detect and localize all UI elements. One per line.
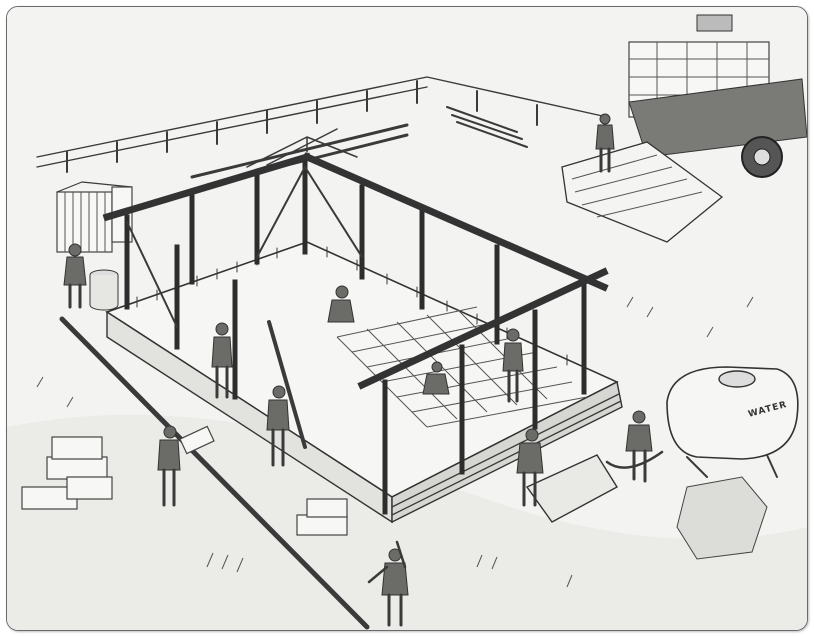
ground-hatching [36,296,754,588]
brick-stack-left [21,436,113,510]
worker-10 [595,113,615,173]
brick-stack-front [296,498,348,536]
worker-5 [157,425,215,507]
plank [59,316,370,630]
worker-3 [327,285,355,323]
worker-11 [367,540,409,627]
water-tank-trailer: WATER [605,366,799,478]
mortar-trough [525,454,618,523]
lumber-pile [446,106,528,148]
rubble-pile [676,476,768,560]
illustration-frame: WATER [6,6,808,631]
worker-4 [266,385,290,467]
wood-frame [102,152,609,515]
worker-7 [502,328,524,403]
worker-8 [516,428,544,507]
barrel [89,269,119,311]
worker-9 [625,410,653,483]
foundation-slab [105,241,623,524]
worker-1 [63,243,87,309]
workers [63,113,653,627]
distant-fence [36,76,608,173]
worker-2 [211,322,233,399]
construction-site-sketch: WATER [7,7,807,630]
worker-6 [422,361,450,395]
crates [56,181,133,253]
